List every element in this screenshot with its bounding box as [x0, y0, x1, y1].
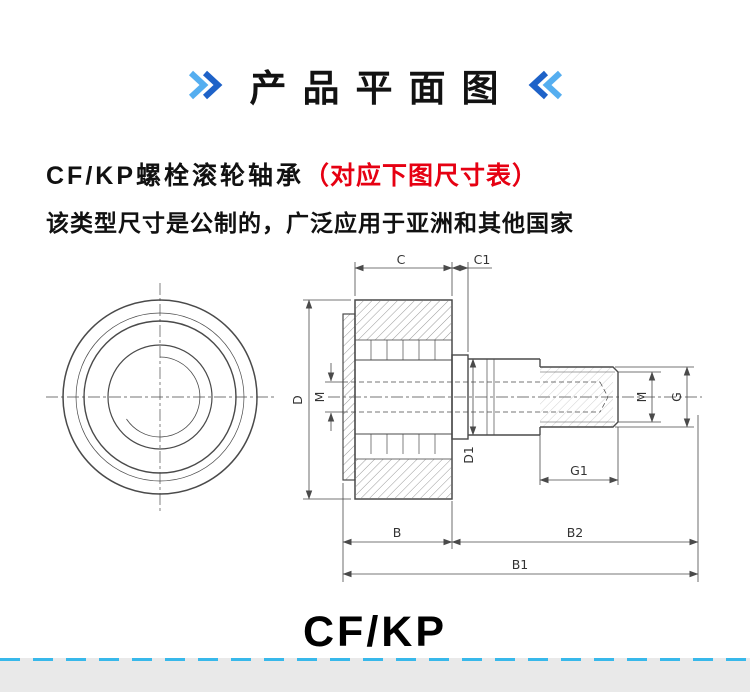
dim-label-b: B — [393, 525, 402, 540]
dim-label-g1: G1 — [570, 463, 588, 478]
bottom-strip — [0, 658, 750, 692]
needle-rollers-bottom — [370, 434, 436, 454]
dim-label-c: C — [397, 252, 406, 267]
dim-label-c1: C1 — [474, 252, 491, 267]
dim-label-d: D — [290, 395, 305, 405]
dim-label-d1: D1 — [461, 446, 476, 464]
thread-outline — [540, 366, 619, 428]
product-note-text: （对应下图尺寸表） — [304, 162, 539, 190]
technical-drawing-area: C C1 D M D1 M G G1 B B2 B1 — [30, 252, 720, 592]
needle-rollers-top — [370, 340, 436, 360]
bottom-dashed-line — [0, 658, 750, 661]
dim-label-b1: B1 — [512, 557, 529, 572]
stud-groove — [486, 359, 495, 435]
technical-drawing: C C1 D M D1 M G G1 B B2 B1 — [46, 252, 702, 582]
dim-label-m-left: M — [312, 392, 327, 403]
product-name-text: CF/KP螺栓滚轮轴承 — [46, 162, 305, 190]
double-chevron-right-icon — [188, 70, 222, 100]
stud-shoulder — [451, 354, 469, 440]
dim-label-g: G — [669, 392, 684, 402]
dimension-labels: C C1 D M D1 M G G1 B B2 B1 — [290, 252, 684, 572]
double-chevron-left-icon — [528, 70, 562, 100]
dim-label-b2: B2 — [567, 525, 584, 540]
front-view — [46, 283, 274, 511]
stud-body — [468, 358, 541, 436]
page-title: 产品平面图 — [249, 68, 515, 109]
description-text: 该类型尺寸是公制的，广泛应用于亚洲和其他国家 — [46, 210, 574, 236]
side-plate — [342, 313, 356, 481]
header: 产品平面图 — [0, 58, 750, 112]
intro-line-1: CF/KP螺栓滚轮轴承（对应下图尺寸表） — [46, 156, 730, 192]
dim-label-m-right: M — [634, 392, 649, 403]
section-view — [328, 299, 702, 500]
model-name-text: CF/KP — [303, 608, 447, 656]
dimension-lines — [303, 262, 699, 582]
intro-text-block: CF/KP螺栓滚轮轴承（对应下图尺寸表） 该类型尺寸是公制的，广泛应用于亚洲和其… — [46, 156, 730, 238]
